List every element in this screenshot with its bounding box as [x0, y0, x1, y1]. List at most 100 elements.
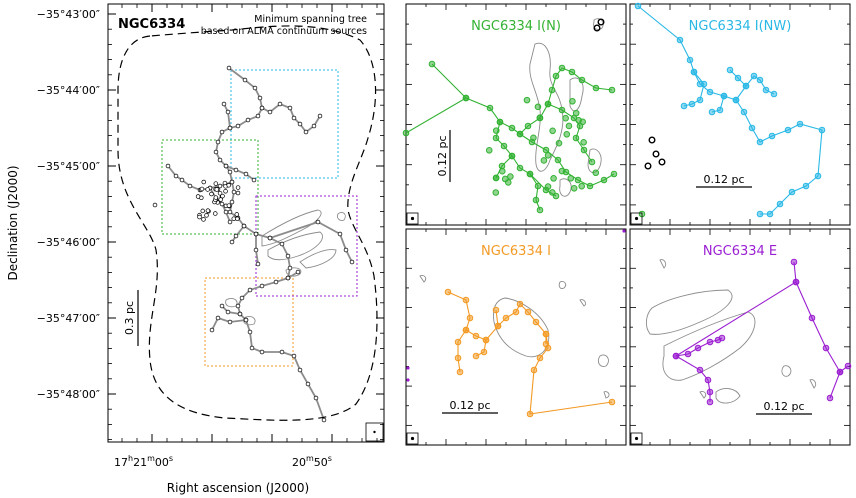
source-point — [349, 259, 355, 265]
source-point — [253, 231, 259, 237]
source-point — [225, 309, 231, 315]
zoom-beam — [634, 436, 639, 441]
source-point — [229, 199, 235, 205]
source-point — [253, 247, 259, 253]
source-point — [586, 182, 594, 190]
source-point — [227, 209, 233, 215]
source-point — [249, 345, 255, 351]
other-source-point — [652, 150, 660, 158]
source-point — [526, 170, 534, 178]
source-point — [492, 134, 500, 142]
source-point — [706, 338, 714, 346]
source-point — [544, 152, 552, 159]
source-point — [454, 354, 462, 362]
zoom-panel-title: NGC6334 I(N) — [471, 19, 561, 34]
source-point — [220, 193, 225, 199]
continuum-contour — [337, 211, 346, 221]
source-point — [215, 315, 221, 321]
zoom-panel: NGC6334 I0.12 pc — [405, 228, 627, 446]
source-point — [243, 171, 249, 177]
source-point — [696, 366, 704, 374]
source-point — [676, 36, 684, 44]
source-point — [402, 129, 410, 137]
source-point — [462, 326, 470, 334]
source-point — [482, 336, 490, 344]
source-point — [285, 253, 291, 259]
continuum-contour — [299, 249, 337, 269]
source-point — [227, 125, 233, 131]
source-point — [742, 82, 750, 90]
source-point — [706, 388, 714, 396]
source-point — [462, 94, 470, 102]
other-source-point — [644, 162, 652, 170]
x-tick-label-2: 20m50s — [292, 454, 332, 469]
source-point — [255, 113, 261, 119]
source-point — [532, 196, 540, 204]
source-point — [516, 164, 524, 172]
source-point — [578, 76, 586, 84]
source-point — [578, 182, 585, 190]
source-point — [213, 195, 219, 200]
source-point — [227, 319, 233, 325]
edge-source-point — [406, 378, 410, 382]
source-point — [534, 103, 542, 111]
source-point — [796, 120, 804, 128]
source-point — [704, 376, 712, 384]
source-point — [247, 287, 253, 293]
source-point — [574, 176, 582, 184]
source-point — [718, 334, 726, 342]
source-point — [252, 85, 258, 91]
x-axis-label: Right ascension (J2000) — [167, 481, 309, 495]
subregion-box — [255, 195, 358, 297]
x-tick-label-1: 17h21m00s — [114, 454, 173, 469]
zoom-panel-title: NGC6334 E — [703, 244, 777, 259]
zoom-beam-box — [406, 432, 419, 445]
main-title: NGC6334 — [118, 17, 185, 32]
coverage-outline — [117, 25, 378, 421]
source-point — [241, 223, 247, 229]
mst-tree — [152, 65, 355, 423]
source-point — [226, 65, 232, 71]
source-point — [199, 186, 205, 192]
source-point — [588, 158, 596, 166]
zoom-scale-bar-label: 0.12 pc — [703, 173, 744, 186]
source-point — [544, 183, 552, 190]
source-point — [277, 101, 283, 107]
source-point — [568, 68, 576, 76]
source-point — [219, 303, 225, 309]
zoom-scale-bar-label: 0.12 pc — [436, 135, 449, 176]
source-point — [696, 96, 704, 104]
source-point — [549, 127, 556, 135]
source-point — [462, 296, 470, 304]
subregion-box — [230, 69, 339, 179]
subregion-box — [161, 139, 259, 235]
zoom-panel: NGC6334 E0.12 pc — [629, 228, 852, 446]
subregion-box — [204, 277, 294, 367]
source-point — [688, 100, 696, 108]
source-point — [209, 191, 214, 197]
source-point — [204, 213, 209, 218]
source-point — [756, 138, 764, 146]
zoom-panel: NGC6334 I(NW)0.12 pc — [629, 2, 851, 226]
source-point — [251, 177, 257, 183]
source-point — [549, 189, 556, 196]
mst-edge — [167, 165, 233, 191]
source-point — [221, 101, 227, 107]
source-point — [195, 194, 201, 199]
source-point — [572, 109, 580, 117]
main-frame — [107, 3, 385, 443]
source-point — [634, 2, 642, 10]
other-source-point — [658, 158, 666, 166]
source-point — [343, 247, 349, 253]
source-point — [235, 185, 241, 190]
source-point — [740, 108, 748, 116]
source-point — [472, 352, 480, 360]
source-point — [562, 114, 569, 122]
source-point — [492, 174, 500, 182]
source-point — [548, 86, 556, 94]
source-point — [558, 167, 566, 175]
source-point — [229, 239, 235, 245]
source-point — [337, 231, 343, 237]
source-point — [540, 157, 548, 164]
source-point — [788, 188, 796, 196]
